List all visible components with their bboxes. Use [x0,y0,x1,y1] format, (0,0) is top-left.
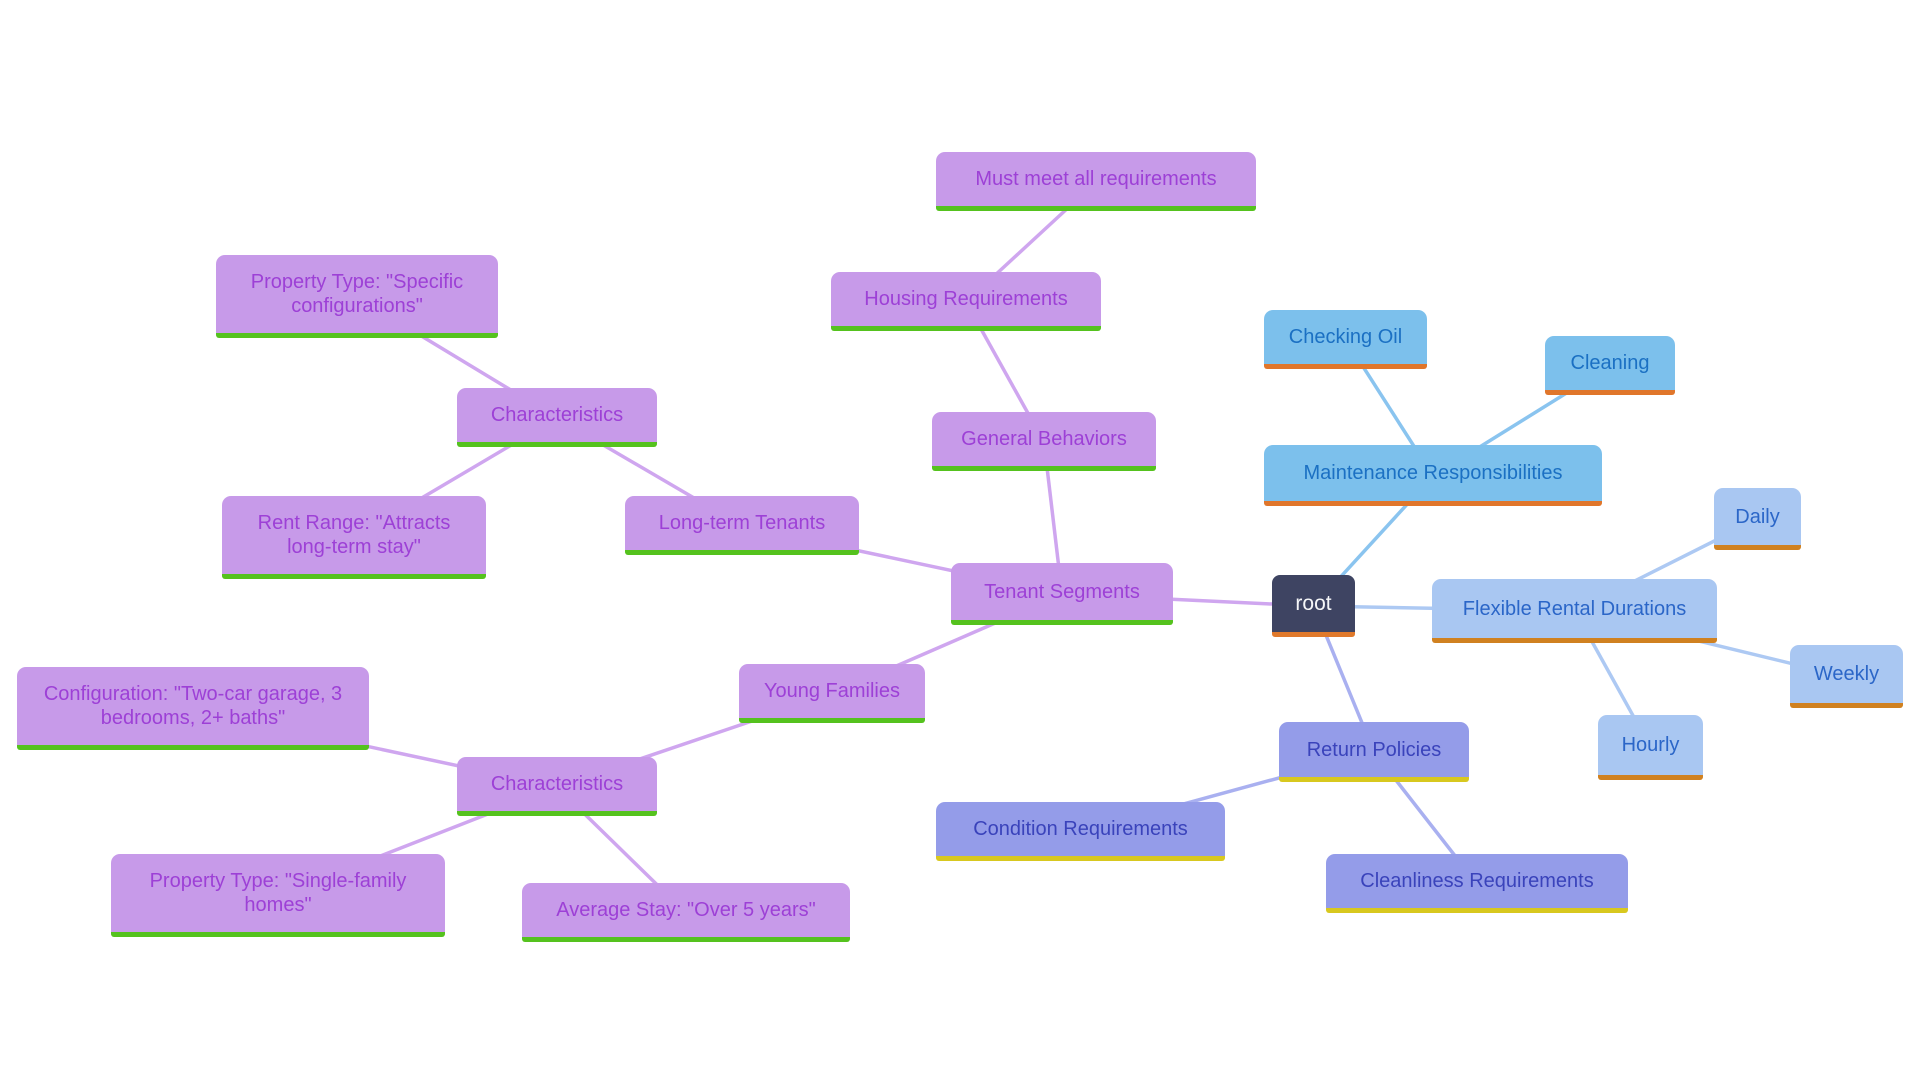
node-cleaning[interactable]: Cleaning [1545,336,1675,395]
node-configuration[interactable]: Configuration: "Two-car garage, 3 bedroo… [17,667,369,750]
node-property-type-single[interactable]: Property Type: "Single-family homes" [111,854,445,937]
node-must-meet-all-requirements[interactable]: Must meet all requirements [936,152,1256,211]
node-label: Long-term Tenants [658,512,826,534]
node-label: Weekly [1813,663,1880,685]
node-characteristics-longterm[interactable]: Characteristics [457,388,657,447]
node-weekly[interactable]: Weekly [1790,645,1903,708]
node-rent-range[interactable]: Rent Range: "Attracts long-term stay" [222,496,486,579]
node-root[interactable]: root [1272,575,1355,637]
node-label: Property Type: "Single-family homes" [149,870,407,916]
node-label: Daily [1735,505,1780,528]
node-hourly[interactable]: Hourly [1598,715,1703,780]
node-checking-oil[interactable]: Checking Oil [1264,310,1427,369]
node-label: Characteristics [490,773,624,795]
node-label: root [1295,591,1332,615]
node-label: Housing Requirements [864,288,1068,310]
node-label: Flexible Rental Durations [1462,597,1687,620]
node-flexible-rental-durations[interactable]: Flexible Rental Durations [1432,579,1717,643]
node-label: Characteristics [490,404,624,426]
node-label: Tenant Segments [984,580,1140,603]
node-label: Condition Requirements [973,818,1188,840]
node-young-families[interactable]: Young Families [739,664,925,723]
node-label: Rent Range: "Attracts long-term stay" [257,512,451,558]
node-condition-requirements[interactable]: Condition Requirements [936,802,1225,861]
node-label: Must meet all requirements [975,168,1217,190]
node-daily[interactable]: Daily [1714,488,1801,550]
node-label: Cleanliness Requirements [1360,870,1594,892]
node-return-policies[interactable]: Return Policies [1279,722,1469,782]
node-general-behaviors[interactable]: General Behaviors [932,412,1156,471]
node-label: General Behaviors [961,428,1127,450]
node-characteristics-families[interactable]: Characteristics [457,757,657,816]
node-label: Property Type: "Specific configurations" [250,271,464,317]
node-long-term-tenants[interactable]: Long-term Tenants [625,496,859,555]
node-average-stay[interactable]: Average Stay: "Over 5 years" [522,883,850,942]
node-maintenance-responsibilities[interactable]: Maintenance Responsibilities [1264,445,1602,506]
node-label: Average Stay: "Over 5 years" [556,899,816,921]
node-tenant-segments[interactable]: Tenant Segments [951,563,1173,625]
node-property-type-specific[interactable]: Property Type: "Specific configurations" [216,255,498,338]
node-housing-requirements[interactable]: Housing Requirements [831,272,1101,331]
node-label: Checking Oil [1288,326,1403,348]
node-label: Maintenance Responsibilities [1303,462,1563,484]
node-label: Young Families [763,680,900,702]
node-label: Return Policies [1306,738,1442,761]
node-label: Configuration: "Two-car garage, 3 bedroo… [43,683,343,729]
node-label: Hourly [1621,734,1680,756]
node-label: Cleaning [1570,352,1650,374]
node-cleanliness-requirements[interactable]: Cleanliness Requirements [1326,854,1628,913]
